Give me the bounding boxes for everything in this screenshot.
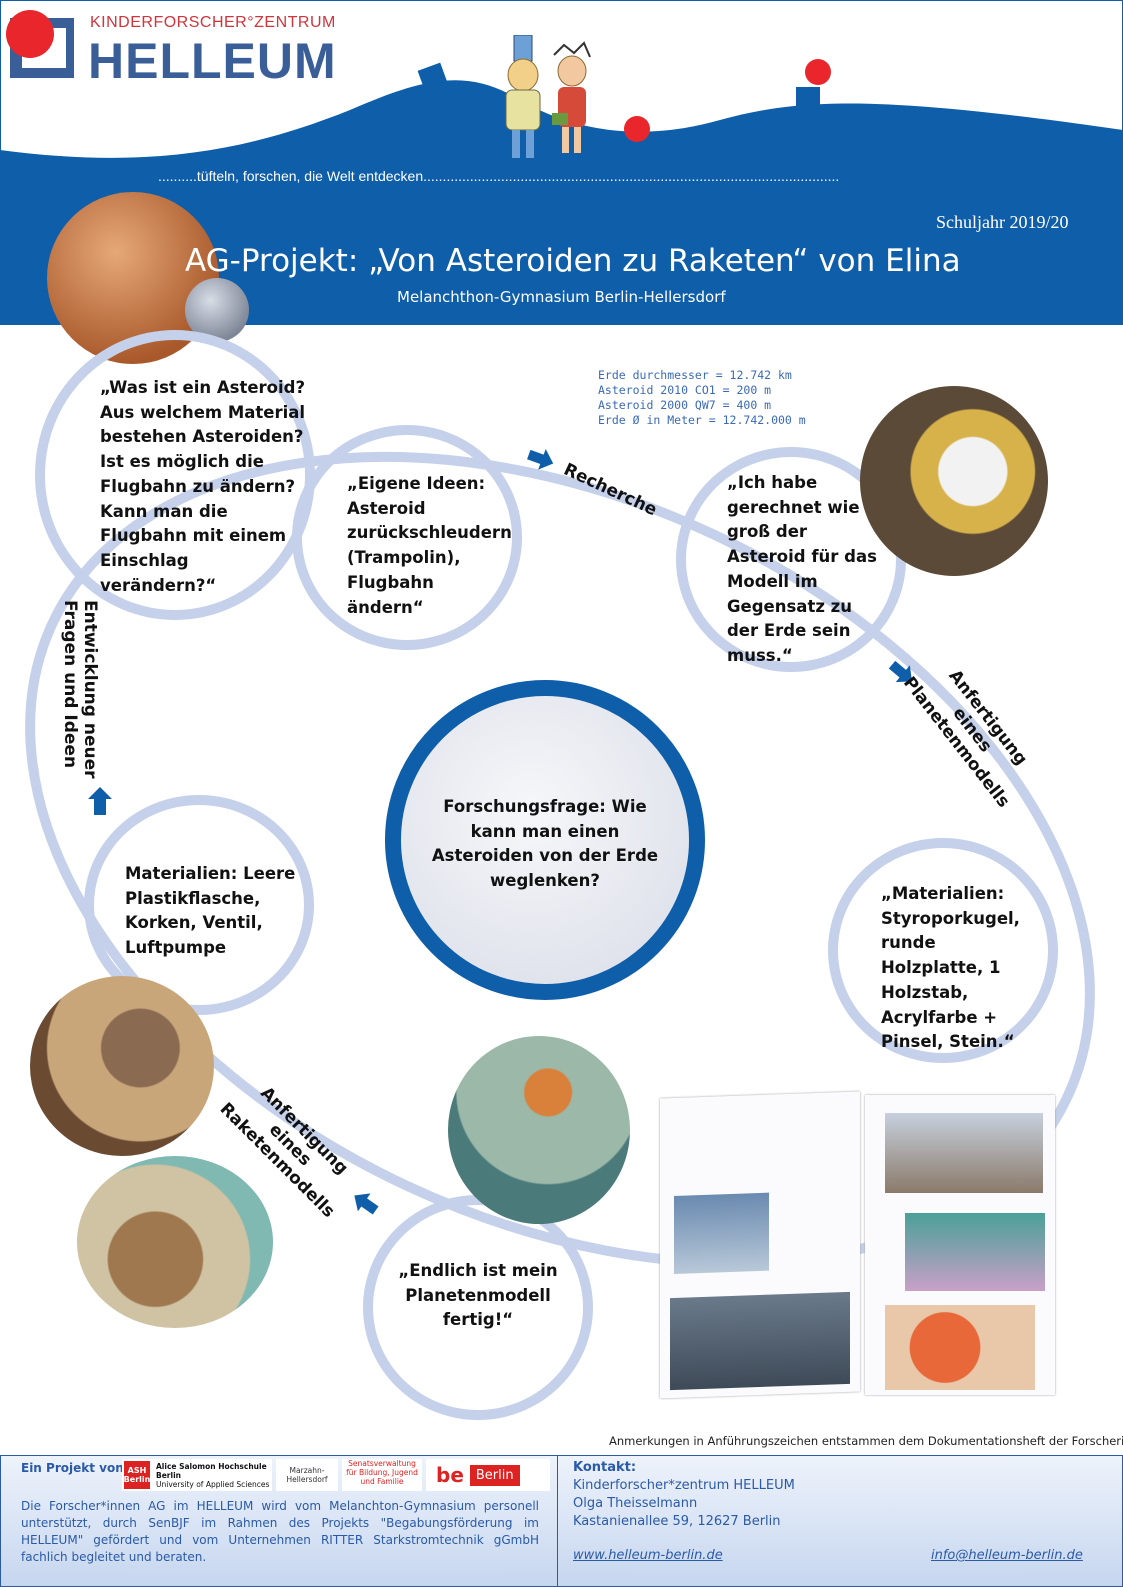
page-title: AG-Projekt: „Von Asteroiden zu Raketen“ … [185, 243, 961, 279]
annotation-note: Anmerkungen in Anführungszeichen entstam… [609, 1434, 1123, 1448]
bubble-done-text: „Endlich ist mein Planetenmodell fertig!… [398, 1261, 558, 1330]
photo-girl-calculating [860, 386, 1048, 576]
notebook-page-left [660, 1091, 860, 1399]
footer-divider [557, 1455, 558, 1587]
school-name: Melanchthon-Gymnasium Berlin-Hellersdorf [397, 288, 726, 306]
logo-ash: ASH Berlin Alice Salomon Hochschule Berl… [122, 1459, 272, 1491]
bubble-materials-planet-text: „Materialien: Styroporkugel, runde Holzp… [881, 884, 1020, 1052]
logo-ash-badge: ASH Berlin [124, 1461, 150, 1489]
notebook-photo [660, 1091, 1055, 1399]
bubble-materials-rocket-text: Materialien: Leere Plastikflasche, Korke… [125, 864, 296, 958]
logo-marzahn-hellersdorf: Marzahn-Hellersdorf [276, 1459, 338, 1491]
header: KINDERFORSCHER°ZENTRUM HELLEUM .........… [0, 0, 1123, 364]
photo-drilling [30, 976, 214, 1156]
bubble-questions-text: „Was ist ein Asteroid? Aus welchem Mater… [100, 378, 306, 595]
step-label-development: Entwicklung neuer Fragen und Ideen [60, 600, 100, 779]
bubble-materials-planet [828, 838, 1058, 1063]
email-link[interactable]: info@helleum-berlin.de [931, 1548, 1083, 1563]
contact-org: Kinderforscher*zentrum HELLEUM [573, 1478, 795, 1493]
photo-planet-model [448, 1036, 630, 1224]
school-year: Schuljahr 2019/20 [936, 212, 1069, 232]
contact-block: Kontakt: Kinderforscher*zentrum HELLEUM … [573, 1459, 795, 1531]
contact-address: Kastanienallee 59, 12627 Berlin [573, 1514, 781, 1529]
contact-title: Kontakt: [573, 1460, 637, 1475]
bubble-ideas-text: „Eigene Ideen: Asteroid zurückschleudern… [347, 474, 512, 617]
footer-description: Die Forscher*innen AG im HELLEUM wird vo… [21, 1499, 539, 1564]
notebook-photo-orange-ball [885, 1305, 1035, 1390]
helleum-logo-icon [6, 10, 74, 78]
arrow-dev-icon [88, 787, 112, 815]
red-ball-decoration [624, 116, 650, 142]
notebook-photo-base [670, 1291, 850, 1391]
bubble-calc-text: „Ich habe gerechnet wie groß der Asteroi… [727, 473, 877, 665]
logo-title: HELLEUM [88, 33, 337, 89]
logo-be-berlin: be Berlin [426, 1459, 550, 1491]
arrow-recherche-icon [527, 449, 554, 470]
notebook-photo-painting [885, 1113, 1043, 1193]
notebook-photo-brush [905, 1213, 1045, 1291]
footer-project-by: Ein Projekt von: [21, 1461, 129, 1475]
header-wave [0, 0, 1123, 325]
research-question-text: Forschungsfrage: Wie kann man einen Aste… [431, 797, 659, 891]
website-link[interactable]: www.helleum-berlin.de [573, 1548, 723, 1563]
notebook-photo-globe [674, 1192, 769, 1275]
bubble-ideas [292, 425, 522, 650]
arrow-planet-icon [888, 660, 912, 683]
blue-square-decoration [417, 62, 449, 94]
mascot-figures-icon [505, 35, 591, 158]
logo-subtitle: KINDERFORSCHER°ZENTRUM [90, 14, 336, 31]
footer: Ein Projekt von: ASH Berlin Alice Salomo… [0, 1455, 1123, 1587]
bubble-materials-rocket [84, 795, 314, 1015]
logo-senatsverwaltung: Senatsverwaltung für Bildung, Jugend und… [342, 1459, 422, 1491]
contact-name: Olga Theisselmann [573, 1496, 698, 1511]
arrow-rocket-icon [354, 1193, 379, 1215]
tower-decoration [796, 59, 831, 123]
notebook-page-right [865, 1095, 1055, 1395]
slogan: ..........tüfteln, forschen, die Welt en… [158, 168, 840, 184]
photo-corks [77, 1156, 273, 1328]
planet-image [47, 192, 249, 364]
handwritten-notes: Erde durchmesser = 12.742 km Asteroid 20… [598, 368, 806, 427]
